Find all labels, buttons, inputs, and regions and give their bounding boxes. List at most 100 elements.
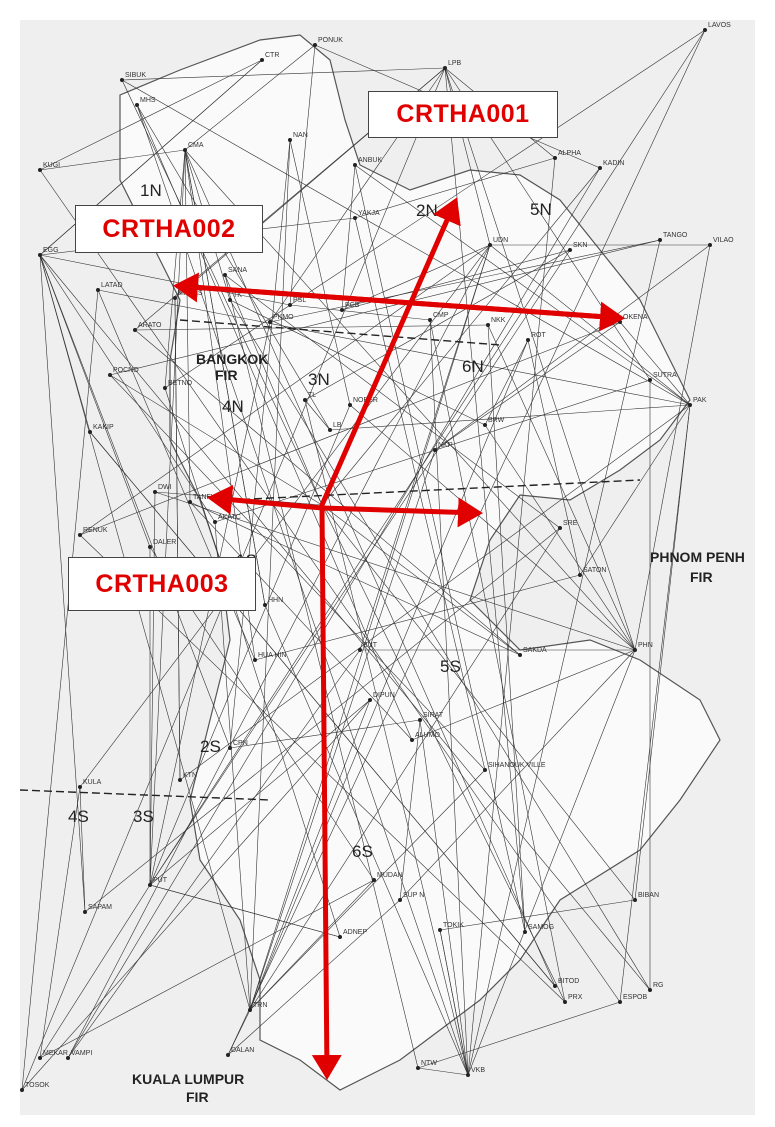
waypoint-marker [553,156,557,160]
waypoint-label: KUGI [43,162,60,169]
sector-1n: 1N [140,181,162,200]
air-route [249,879,375,1011]
waypoint-label: BRW [488,417,505,424]
air-route [39,254,291,306]
air-route [467,649,636,1076]
waypoint-marker [303,398,307,402]
waypoint-label: LB [333,422,342,429]
waypoint-marker [183,148,187,152]
route-crtha003-arrow-west [207,484,325,515]
waypoint-label: EGG [43,247,59,254]
waypoint-marker [443,66,447,70]
waypoint-label: DWI [158,484,172,491]
waypoint-marker [353,216,357,220]
air-route [411,649,636,741]
waypoint-marker [648,378,652,382]
air-route [121,67,446,81]
air-route [179,404,691,781]
air-route [39,149,186,171]
fir-boundary [19,789,271,801]
air-route [79,244,491,788]
air-route [21,289,99,1091]
waypoint-label: LPB [448,60,462,67]
air-route [174,297,181,781]
waypoint-marker [148,883,152,887]
waypoint-marker [483,423,487,427]
sector-2s: 2S [200,737,221,756]
waypoint-marker [658,238,662,242]
air-route [249,769,486,1011]
air-route [39,254,251,1011]
waypoint-label: ANBUK [358,157,382,164]
air-route [321,504,521,656]
air-route [21,699,371,1091]
waypoint-marker [368,698,372,702]
waypoint-marker [66,1056,70,1060]
waypoint-marker [433,448,437,452]
waypoint-marker [526,338,530,342]
waypoint-label: SAKDA [523,647,547,654]
waypoint-label: CMA [188,142,204,149]
waypoint-label: CPN [233,740,248,747]
air-route [136,104,469,1076]
phnom-penh-fir-label: PHNOM PENH [650,549,745,565]
callout-crtha002: CRTHA002 [75,205,263,253]
air-route [487,324,526,933]
air-route [229,299,486,426]
waypoint-label: KAKIP [93,424,114,431]
waypoint-marker [340,308,344,312]
air-route [249,699,371,1011]
waypoint-marker [523,930,527,934]
air-route [67,167,601,1059]
waypoint-label: MHS [140,97,156,104]
air-route [634,404,691,901]
air-route [149,699,371,886]
waypoint-label: PKMO [273,314,294,321]
waypoint-label: LAVOS [708,22,731,29]
waypoint-marker [633,648,637,652]
air-route [289,44,316,306]
waypoint-label: MUDAN [377,872,403,879]
waypoint-marker [223,273,227,277]
air-route [321,504,566,1003]
waypoint-marker [563,1000,567,1004]
air-route [304,399,331,431]
waypoint-label: YAKJA [358,210,380,217]
waypoint-label: PSL [293,297,306,304]
waypoint-marker [598,166,602,170]
waypoint-label: PCB [345,302,360,309]
waypoint-marker [488,243,492,247]
waypoint-marker [135,103,139,107]
waypoint-label: SAPAM [88,904,112,911]
air-route [349,404,636,651]
waypoint-label: PUT [153,877,168,884]
air-route [354,164,691,406]
waypoint-marker [263,603,267,607]
air-route [164,149,186,389]
waypoint-label: RENUK [83,527,108,534]
waypoint-label: SIBUK [125,72,146,79]
waypoint-marker [568,248,572,252]
air-route [39,254,231,749]
phnom-penh-fir-label-2: FIR [690,569,713,585]
waypoint-marker [353,163,357,167]
waypoint-label: TRN [253,1002,267,1009]
air-route [429,319,469,1076]
waypoint-marker [328,428,332,432]
air-route [249,527,561,1011]
waypoint-marker [288,303,292,307]
air-route [399,719,421,901]
sector-5n: 5N [530,200,552,219]
air-route [264,604,469,1076]
waypoint-label: BITOD [558,978,579,985]
waypoint-marker [618,320,622,324]
air-route [79,244,491,536]
waypoint-label: VILAO [713,237,734,244]
air-route [321,504,636,901]
waypoint-label: MAKAS [178,290,203,297]
air-route [487,324,636,651]
waypoint-marker [133,328,137,332]
waypoint-label: TOSOK [25,1082,50,1089]
route-crtha002-arrow-east [175,283,625,332]
